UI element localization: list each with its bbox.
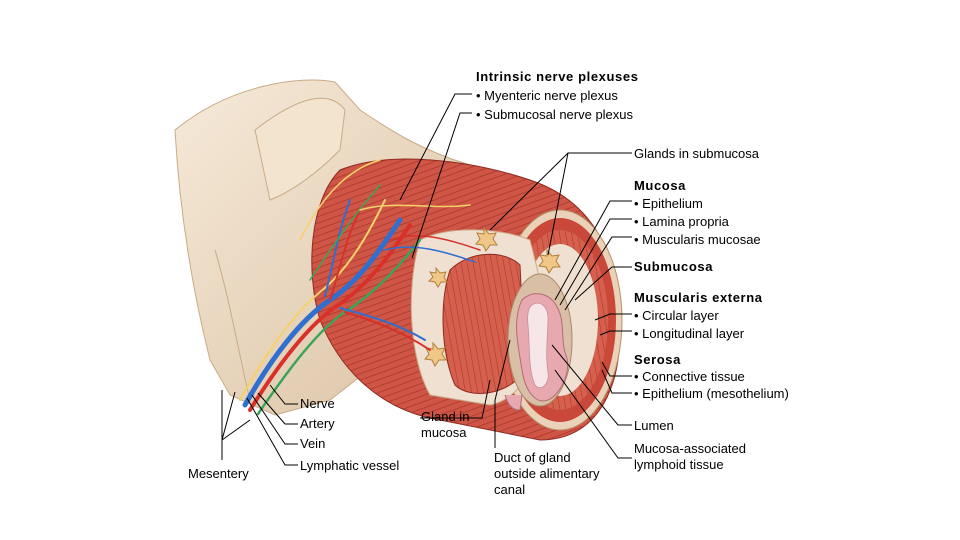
muscularis-mucosae-item: • Muscularis mucosae	[634, 232, 761, 247]
mesentery-edge	[214, 249, 251, 401]
muscularis-externa-heading: Muscularis externa	[634, 290, 763, 305]
serosa-label: Serosa • Connective tissue • Epithelium …	[634, 352, 789, 402]
mesentery-label: Mesentery	[188, 466, 249, 481]
lymphatic-vessel-label: Lymphatic vessel	[300, 458, 400, 473]
duct-of-gland-label: Duct of gland outside alimentary canal	[494, 450, 600, 497]
duct-of-gland	[504, 394, 523, 411]
longitudinal-layer-item: • Longitudinal layer	[634, 326, 745, 341]
myenteric-plexus-item: • Myenteric nerve plexus	[476, 88, 618, 103]
epithelium-item: • Epithelium	[634, 196, 703, 211]
nerve-label: Nerve	[300, 396, 335, 411]
muscularis-externa-label: Muscularis externa • Circular layer • Lo…	[634, 290, 763, 342]
lumen	[527, 302, 549, 389]
vessels	[239, 159, 481, 416]
malt-label: Mucosa-associated lymphoid tissue	[634, 441, 746, 472]
submucosa-label: Submucosa	[634, 259, 714, 274]
mucosa-heading: Mucosa	[634, 178, 687, 193]
leader-lines	[221, 93, 632, 466]
lumen-label: Lumen	[634, 418, 674, 433]
mucosa-label: Mucosa • Epithelium • Lamina propria • M…	[634, 178, 761, 248]
serosa-heading: Serosa	[634, 352, 681, 367]
intrinsic-plexuses-label: Intrinsic nerve plexuses • Myenteric ner…	[476, 69, 639, 123]
artery-label: Artery	[300, 416, 335, 431]
submucosal-plexus-item: • Submucosal nerve plexus	[476, 107, 634, 122]
mesothelium-item: • Epithelium (mesothelium)	[634, 386, 789, 401]
glands-submucosa-label: Glands in submucosa	[634, 146, 760, 161]
circular-layer-item: • Circular layer	[634, 308, 719, 323]
mesentery-fold	[254, 97, 346, 201]
intrinsic-plexuses-heading: Intrinsic nerve plexuses	[476, 69, 639, 84]
inner-muscle-cylinder	[442, 253, 526, 394]
connective-tissue-item: • Connective tissue	[634, 369, 745, 384]
gland-in-mucosa-label: Gland in mucosa	[421, 409, 470, 440]
lamina-propria-item: • Lamina propria	[634, 214, 729, 229]
vein-label: Vein	[300, 436, 326, 451]
submucosal-gland-icons	[424, 226, 561, 367]
